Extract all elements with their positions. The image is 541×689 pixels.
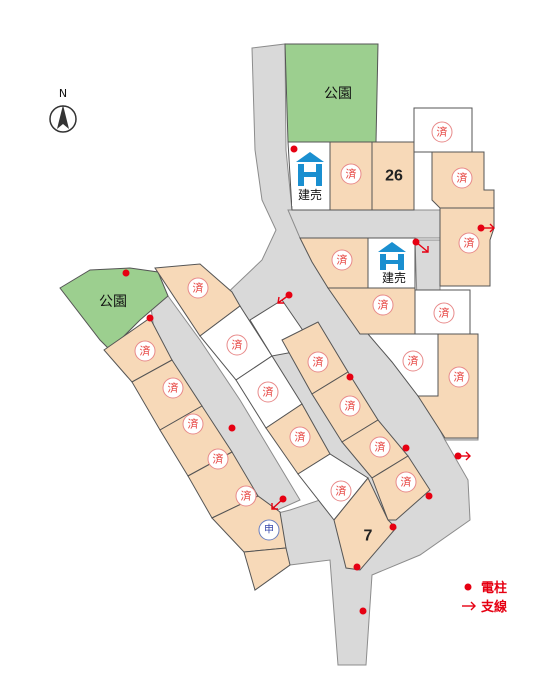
park-west-label: 公園 [99,294,127,310]
svg-text:済: 済 [346,167,357,181]
svg-text:済: 済 [378,298,389,312]
sold-marker: 済 [433,302,455,324]
svg-text:済: 済 [337,253,348,267]
sold-marker: 済 [207,448,229,470]
sold-marker: 済 [257,381,279,403]
sold-marker: 済 [369,436,391,458]
pole-dot [228,424,236,432]
stay-arrow-icon [481,223,495,233]
sold-marker: 済 [330,480,352,502]
sold-marker: 済 [182,413,204,435]
pole-dot [425,492,433,500]
svg-text:済: 済 [295,430,306,444]
road-east-spur [287,209,441,239]
stay-wires [271,223,495,510]
lot-sold [417,333,479,439]
svg-text:済: 済 [336,484,347,498]
sold-marker: 済 [187,277,209,299]
sold-marker: 済 [162,377,184,399]
sold-marker: 済 [372,294,394,316]
svg-text:済: 済 [439,306,450,320]
sold-marker: 済 [307,351,329,373]
sold-marker: 済 [235,485,257,507]
stay-arrow-icon [458,451,471,461]
svg-text:済: 済 [232,338,243,352]
north-compass-icon: N [49,87,77,133]
svg-text:済: 済 [193,281,204,295]
svg-text:済: 済 [213,452,224,466]
svg-text:済: 済 [168,381,179,395]
pole-dot [122,269,130,277]
stay-arrow-icon [415,241,429,253]
for-sale-label: 建売 [298,187,322,202]
lot-26 [371,141,415,211]
for-sale-label: 建売 [382,270,406,285]
svg-text:済: 済 [464,236,475,250]
pole-dot [402,444,410,452]
svg-text:済: 済 [345,399,356,413]
sold-marker: 済 [340,163,362,185]
sold-marker: 済 [134,340,156,362]
builder-logo-icon [296,152,324,186]
svg-text:済: 済 [188,417,199,431]
legend-pole-label: 電柱 [481,580,507,596]
builder-logo-icon [378,242,406,270]
north-label: N [59,87,67,100]
sold-marker: 済 [331,249,353,271]
svg-text:申: 申 [264,523,274,536]
pole-dot [389,523,397,531]
sold-marker: 済 [339,395,361,417]
sold-marker: 済 [458,232,480,254]
svg-text:済: 済 [408,354,419,368]
svg-text:済: 済 [140,344,151,358]
stay-arrow-icon [271,498,284,510]
legend: 電柱 支線 [462,580,508,615]
svg-text:済: 済 [454,370,465,384]
svg-text:済: 済 [457,171,468,185]
sold-marker: 済 [431,121,453,143]
sold-marker: 済 [448,366,470,388]
svg-text:済: 済 [263,385,274,399]
pole-dot [146,314,154,322]
legend-stay-icon [462,601,476,611]
sold-marker: 済 [226,334,248,356]
lot-sold [154,263,241,337]
pole-dot [290,145,298,153]
sold-marker: 済 [289,426,311,448]
for-sale-badge-east: 建売 [372,240,412,286]
sold-marker: 済 [451,167,473,189]
sold-marker: 済 [402,350,424,372]
legend-pole-icon [464,583,472,591]
lot-number-26: 26 [385,168,403,185]
application-marker: 申 [258,519,280,541]
pole-dot [346,373,354,381]
park-west [59,267,169,351]
for-sale-badge-north: 建売 [292,148,328,206]
lot-application [243,547,291,591]
svg-text:済: 済 [437,125,448,139]
svg-text:済: 済 [375,440,386,454]
svg-text:済: 済 [401,475,412,489]
sold-marker: 済 [395,471,417,493]
sold-markers: 済 済 済 済 済 済 済 済 済 済 済 済 済 済 済 済 済 済 済 済 … [134,121,480,507]
pole-dot [359,607,367,615]
park-north-label: 公園 [324,86,352,102]
legend-stay-label: 支線 [480,599,508,615]
svg-text:済: 済 [241,489,252,503]
pole-dot [353,563,361,571]
svg-text:済: 済 [313,355,324,369]
lot-number-7: 7 [364,528,373,545]
stay-arrow-icon [277,294,290,304]
